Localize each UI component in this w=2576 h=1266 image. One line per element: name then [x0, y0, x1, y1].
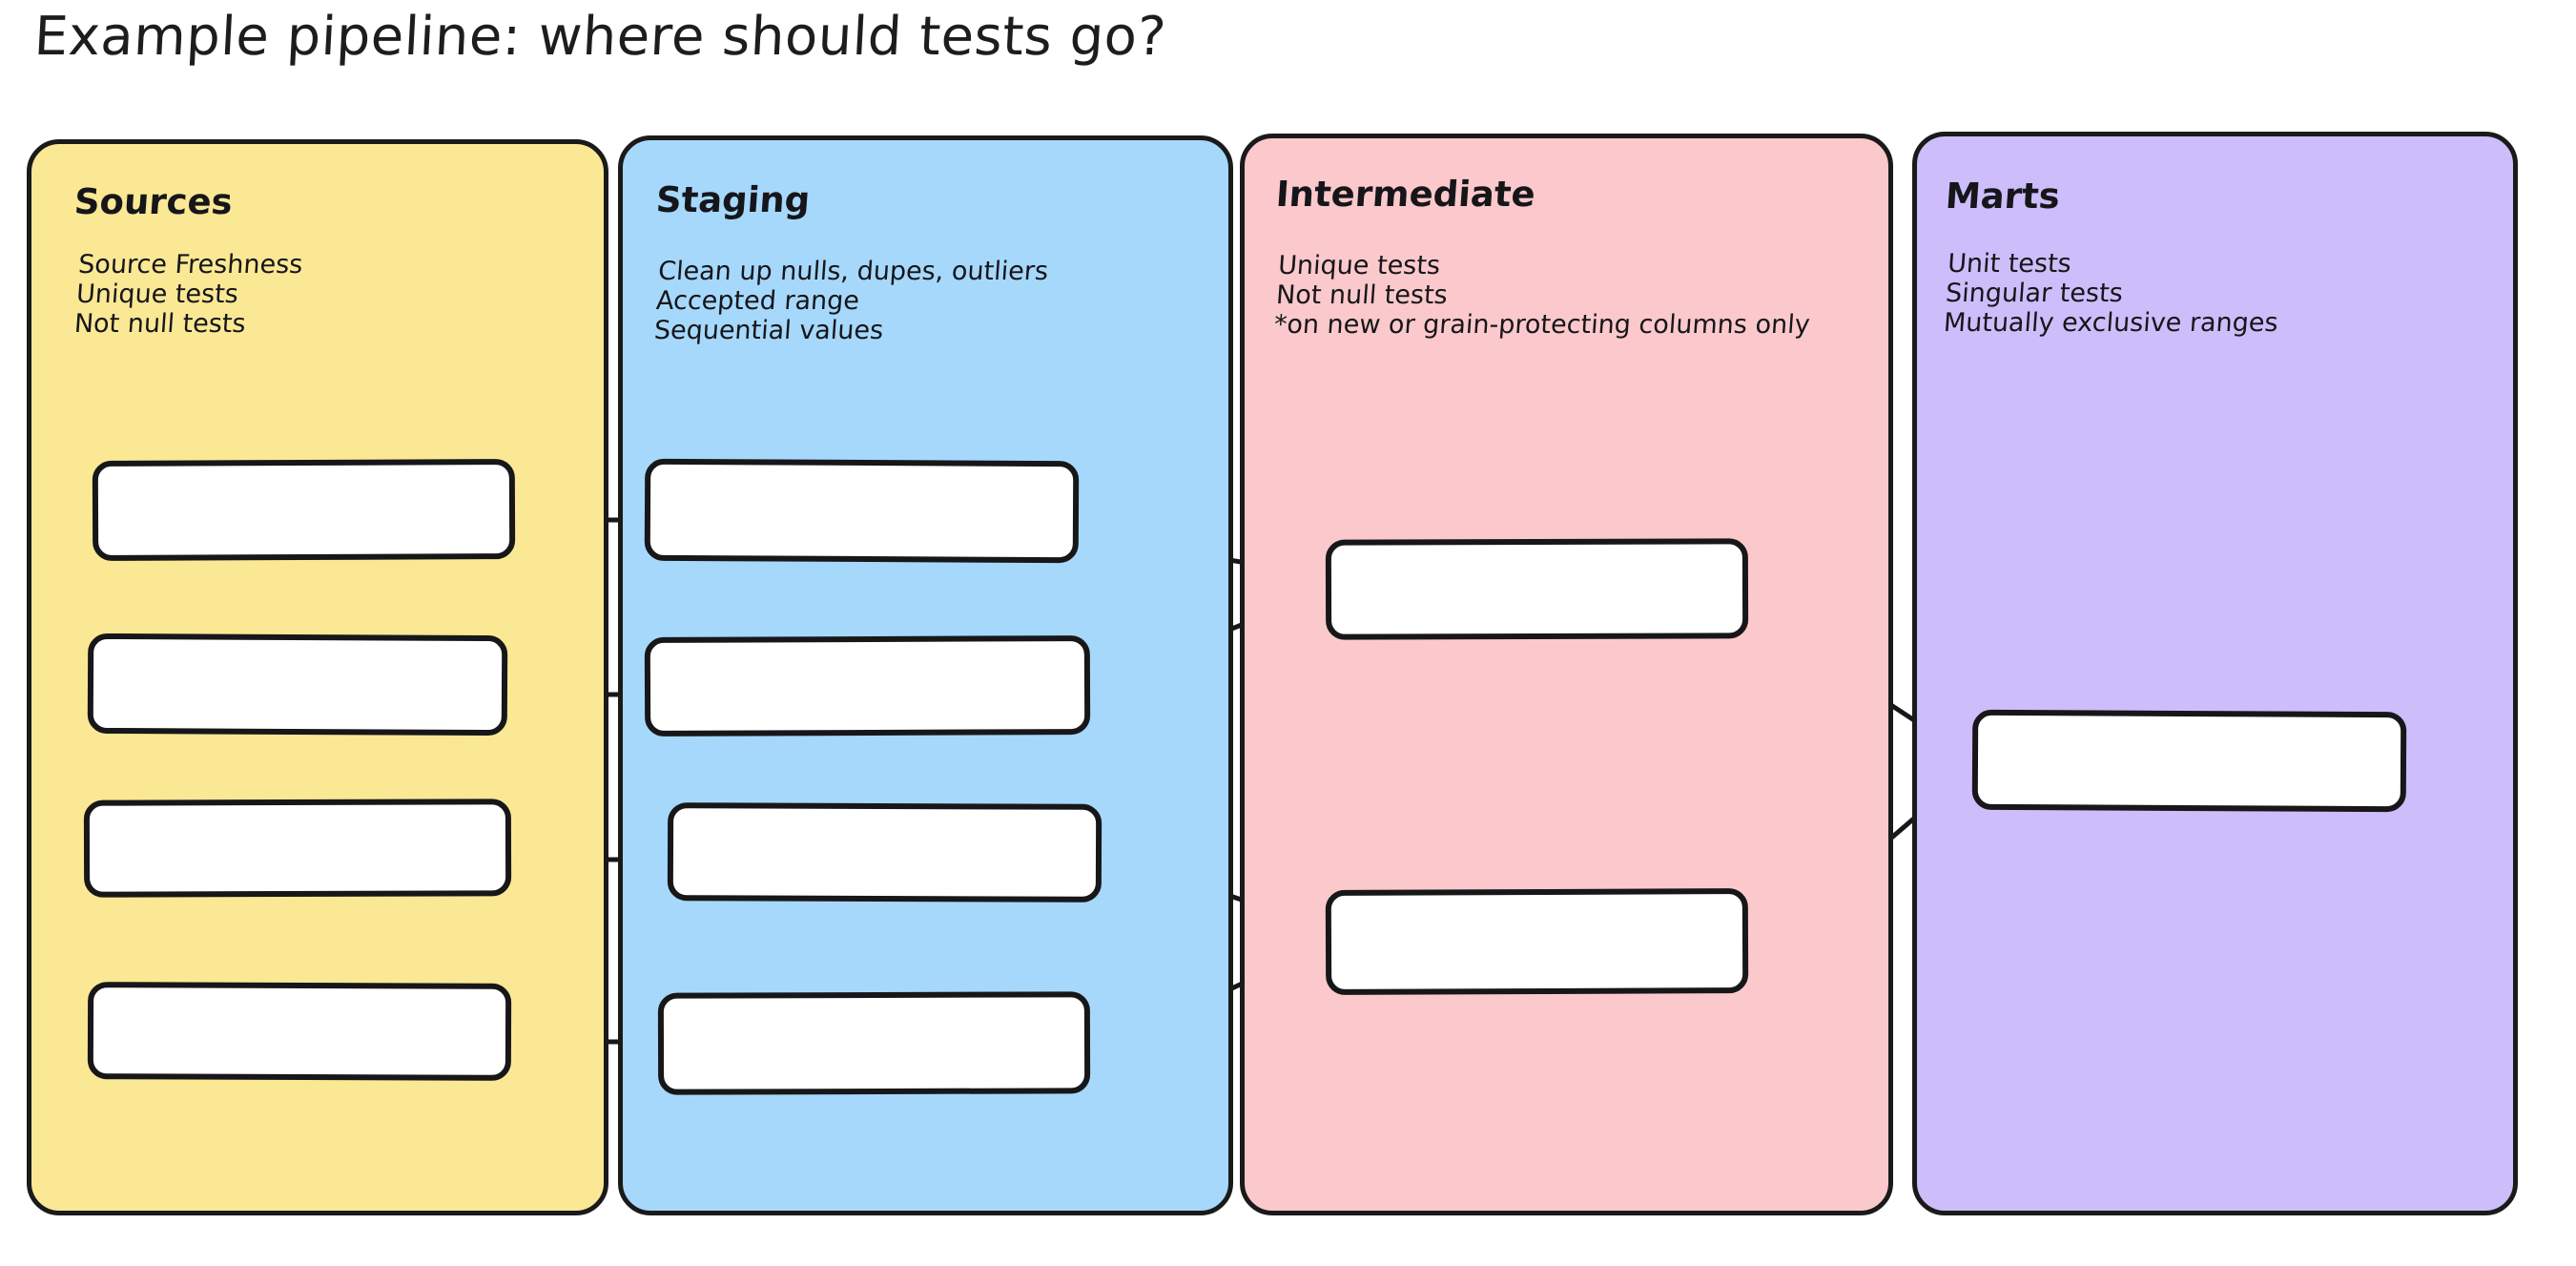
- lane-sources-note-1: Source Freshness: [77, 250, 304, 280]
- lane-intermediate-note-3: *on new or grain-protecting columns only: [1272, 310, 1811, 341]
- lane-marts-note-3: Mutually exclusive ranges: [1942, 308, 2279, 339]
- intermediate-node-2[interactable]: [1325, 888, 1749, 995]
- lane-marts-title: Marts: [1944, 176, 2062, 217]
- lane-staging-note-3: Sequential values: [652, 316, 885, 346]
- sources-node-1[interactable]: [92, 459, 516, 561]
- sources-node-3[interactable]: [83, 799, 512, 898]
- lane-staging-title: Staging: [654, 179, 812, 220]
- lane-sources-title: Sources: [72, 181, 235, 222]
- lane-marts-notes: Unit tests Singular tests Mutually exclu…: [1942, 249, 2283, 339]
- lane-intermediate-note-1: Unique tests: [1277, 251, 1442, 280]
- lane-marts-note-2: Singular tests: [1944, 279, 2124, 309]
- lane-staging-note-1: Clean up nulls, dupes, outliers: [657, 257, 1050, 286]
- lane-sources-notes: Source Freshness Unique tests Not null t…: [72, 250, 304, 340]
- page-title: Example pipeline: where should tests go?: [32, 6, 1168, 68]
- lane-intermediate-title: Intermediate: [1274, 174, 1537, 215]
- lane-marts: [1912, 132, 2518, 1215]
- staging-node-2[interactable]: [644, 634, 1091, 737]
- sources-node-2[interactable]: [87, 633, 508, 737]
- intermediate-node-1[interactable]: [1325, 538, 1749, 640]
- lane-intermediate-note-2: Not null tests: [1274, 280, 1449, 311]
- staging-node-4[interactable]: [657, 991, 1091, 1095]
- lane-staging-note-2: Accepted range: [654, 286, 861, 317]
- lane-staging-notes: Clean up nulls, dupes, outliers Accepted…: [652, 257, 1050, 346]
- lane-marts-note-1: Unit tests: [1947, 249, 2072, 279]
- staging-node-1[interactable]: [644, 458, 1080, 564]
- staging-node-3[interactable]: [667, 802, 1103, 903]
- lane-sources-note-2: Unique tests: [74, 280, 239, 310]
- lane-intermediate: [1240, 134, 1893, 1215]
- lane-sources-note-3: Not null tests: [72, 309, 247, 340]
- lane-intermediate-notes: Unique tests Not null tests *on new or g…: [1272, 251, 1815, 341]
- marts-node-1[interactable]: [1971, 709, 2407, 813]
- sources-node-4[interactable]: [87, 982, 512, 1081]
